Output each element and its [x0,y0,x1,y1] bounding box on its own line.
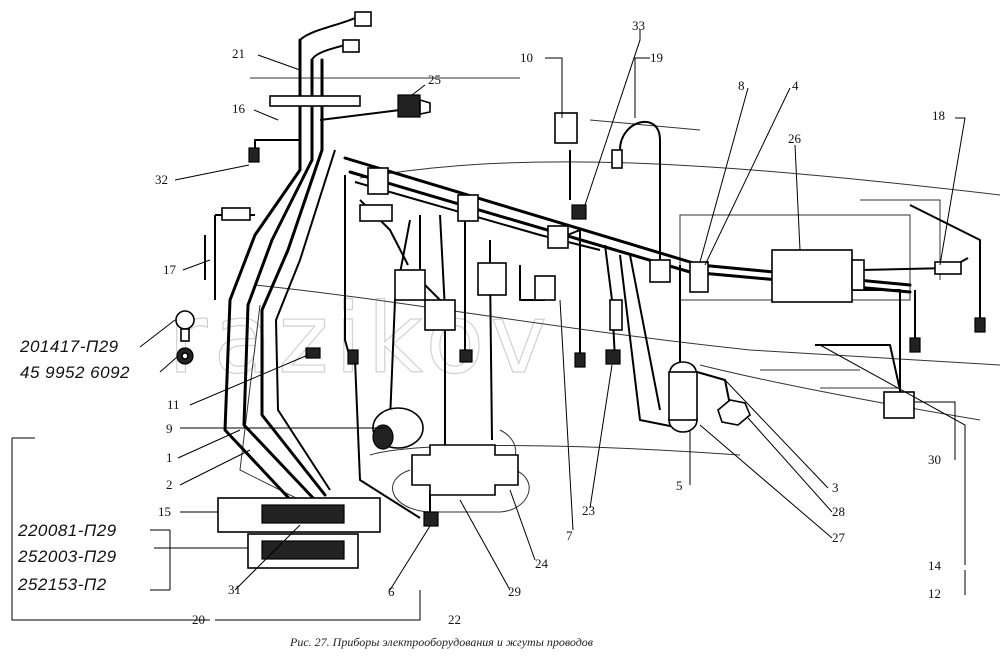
connector-center [459,349,473,363]
callout-33: 33 [632,18,645,33]
body-outlines [239,77,1000,513]
fuse-strip-31a [261,504,345,524]
callout-9: 9 [166,421,173,436]
connector-block-e [534,275,556,301]
callout-30: 30 [928,452,941,467]
components [175,11,986,569]
connector-block-a [359,204,393,222]
callout-5: 5 [676,478,683,493]
grommet-1 [367,167,389,195]
callout-4: 4 [792,78,799,93]
sensor-28 [717,399,751,426]
part-220081: 220081-П29 [17,521,117,540]
connector-right-2 [609,299,623,331]
part-201417: 201417-П29 [19,337,119,356]
callout-17: 17 [163,262,177,277]
callout-21: 21 [232,46,245,61]
part-numbers: 201417-П29 45 9952 6092 220081-П29 25200… [17,337,130,594]
figure-caption: Рис. 27. Приборы электрооборудования и ж… [289,635,593,649]
grommet-2 [457,194,479,222]
callout-19: 19 [650,50,663,65]
left-harness [204,17,401,512]
callout-32: 32 [155,172,168,187]
connector-19 [611,149,623,169]
part-252003: 252003-П29 [17,547,117,566]
callout-18: 18 [932,108,945,123]
relay-30 [883,391,915,419]
connector-17 [221,207,251,221]
callout-6: 6 [388,584,395,599]
relay-25 [397,94,421,118]
part-252153: 252153-П2 [17,575,107,594]
leader-lines [11,30,966,621]
callout-25: 25 [428,72,441,87]
callout-7: 7 [566,528,573,543]
switch-10-base [554,112,578,144]
motor-24 [411,444,519,496]
callout-12: 12 [928,586,941,601]
callout-3: 3 [832,480,839,495]
grommet-4 [649,259,671,283]
connector-11b [347,349,359,365]
washer-hole [181,352,189,360]
connector-32 [248,147,260,163]
connector-18-end [974,317,986,333]
callout-16: 16 [232,101,246,116]
callout-31: 31 [228,582,241,597]
connector-right-1 [574,352,586,368]
branch-wires [344,121,981,519]
connector-block-c [424,299,456,331]
connector-6 [423,511,439,527]
connector-14 [909,337,921,353]
callout-11: 11 [167,397,180,412]
bolt-201417 [175,310,195,330]
connector-11a [305,347,321,359]
connector-top-2 [342,39,360,53]
heater-26 [771,249,853,303]
connector-4 [689,261,709,293]
heater-26-end [851,259,865,291]
callout-numbers: 21 16 32 17 25 10 33 19 8 4 26 18 11 9 1… [155,18,945,627]
callout-14: 14 [928,558,942,573]
connector-block-b [394,269,426,301]
callout-27: 27 [832,530,846,545]
callout-10: 10 [520,50,533,65]
connector-23 [605,349,621,365]
connector-block-d [477,262,507,296]
horn-9-face [372,424,394,450]
bolt-201417-shank [180,328,190,342]
callout-22: 22 [448,612,461,627]
sensor-5-body [668,371,698,421]
connector-top-1 [354,11,372,27]
callout-26: 26 [788,131,802,146]
connector-18 [934,261,962,275]
fuse-strip-31b [261,540,345,560]
callout-15: 15 [158,504,171,519]
fuse-holder-16 [269,95,361,107]
connector-33 [571,204,587,220]
callout-28: 28 [832,504,845,519]
callout-8: 8 [738,78,745,93]
grommet-3 [547,225,569,249]
callout-29: 29 [508,584,521,599]
callout-24: 24 [535,556,549,571]
callout-23: 23 [582,503,595,518]
part-45-9952-6092: 45 9952 6092 [20,363,130,382]
callout-2: 2 [166,477,173,492]
callout-20: 20 [192,612,205,627]
callout-1: 1 [166,450,173,465]
